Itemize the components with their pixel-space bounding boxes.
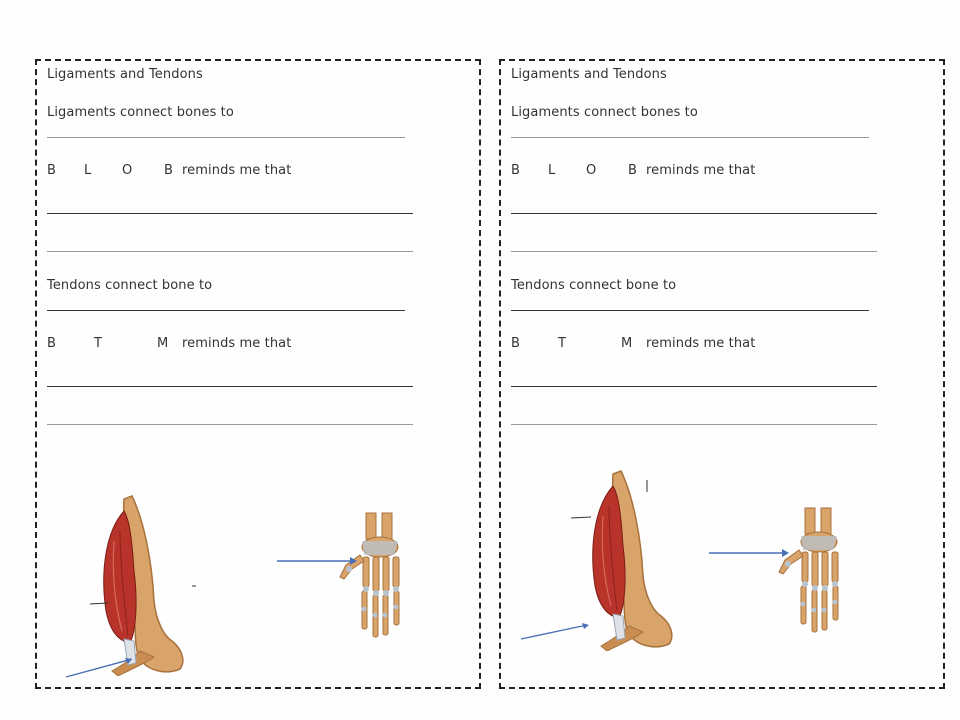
blob-letter-b: B (47, 163, 56, 178)
worksheet-card-left: Ligaments and Tendons Ligaments connect … (35, 59, 481, 689)
blob-letter-b2: B (164, 163, 173, 178)
btm-letter-m: M (621, 336, 633, 351)
blob-suffix: reminds me that (646, 163, 756, 178)
worksheet-title: Ligaments and Tendons (47, 67, 203, 82)
hand-skeleton-illustration (778, 507, 839, 633)
arrow-icon (65, 658, 133, 678)
btm-suffix: reminds me that (182, 336, 292, 351)
btm-letter-t: T (94, 336, 102, 351)
blob-letter-l: L (84, 163, 92, 178)
blob-letter-o: O (122, 163, 133, 178)
answer-line (511, 137, 869, 138)
btm-letter-b: B (511, 336, 520, 351)
ligaments-prompt: Ligaments connect bones to (511, 105, 698, 120)
ligaments-prompt: Ligaments connect bones to (47, 105, 234, 120)
hand-skeleton-illustration (339, 512, 400, 638)
blob-letter-b2: B (628, 163, 637, 178)
btm-suffix: reminds me that (646, 336, 756, 351)
worksheet-title: Ligaments and Tendons (511, 67, 667, 82)
answer-line (47, 137, 405, 138)
tendons-prompt: Tendons connect bone to (511, 278, 677, 293)
blob-letter-b: B (511, 163, 520, 178)
answer-line (47, 251, 413, 252)
arrow-icon (277, 557, 357, 565)
blob-letter-o: O (586, 163, 597, 178)
tendons-prompt: Tendons connect bone to (47, 278, 213, 293)
worksheet-card-right: Ligaments and Tendons Ligaments connect … (499, 59, 945, 689)
answer-line (511, 251, 877, 252)
answer-line (511, 310, 869, 311)
btm-letter-b: B (47, 336, 56, 351)
arm-muscle-illustration (89, 495, 196, 676)
btm-letter-m: M (157, 336, 169, 351)
answer-line (511, 424, 877, 425)
answer-line (47, 386, 413, 387)
blob-suffix: reminds me that (182, 163, 292, 178)
answer-line (47, 310, 405, 311)
answer-line (511, 213, 877, 214)
btm-letter-t: T (558, 336, 566, 351)
answer-line (47, 424, 413, 425)
answer-line (511, 386, 877, 387)
arm-muscle-illustration (570, 470, 673, 651)
arrow-icon (709, 549, 789, 557)
answer-line (47, 213, 413, 214)
blob-letter-l: L (548, 163, 556, 178)
arrow-icon (520, 623, 589, 640)
